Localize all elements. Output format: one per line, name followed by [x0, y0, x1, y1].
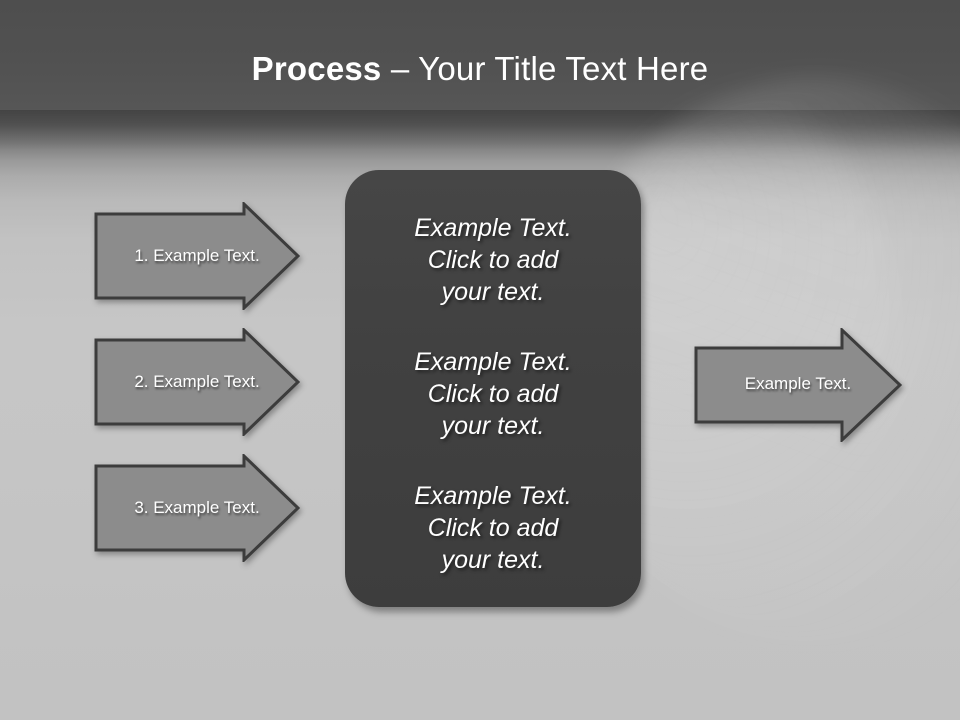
panel-text-block-2: Example Text. Click to add your text.: [414, 348, 572, 440]
center-content-panel[interactable]: Example Text. Click to add your text. Ex…: [345, 170, 641, 607]
page-title-rest: – Your Title Text Here: [381, 50, 709, 87]
panel-text-block-1: Example Text. Click to add your text.: [414, 214, 572, 306]
right-arrow-icon: [94, 202, 300, 310]
process-arrow-output[interactable]: Example Text.: [694, 328, 902, 442]
panel-text-block-3: Example Text. Click to add your text.: [414, 482, 572, 574]
process-arrow-3[interactable]: 3. Example Text.: [94, 454, 300, 562]
page-title: Process – Your Title Text Here: [0, 48, 960, 90]
page-title-bold: Process: [251, 50, 382, 87]
right-arrow-icon: [94, 328, 300, 436]
right-arrow-icon: [694, 328, 902, 442]
process-arrow-2[interactable]: 2. Example Text.: [94, 328, 300, 436]
process-arrow-1[interactable]: 1. Example Text.: [94, 202, 300, 310]
right-arrow-icon: [94, 454, 300, 562]
